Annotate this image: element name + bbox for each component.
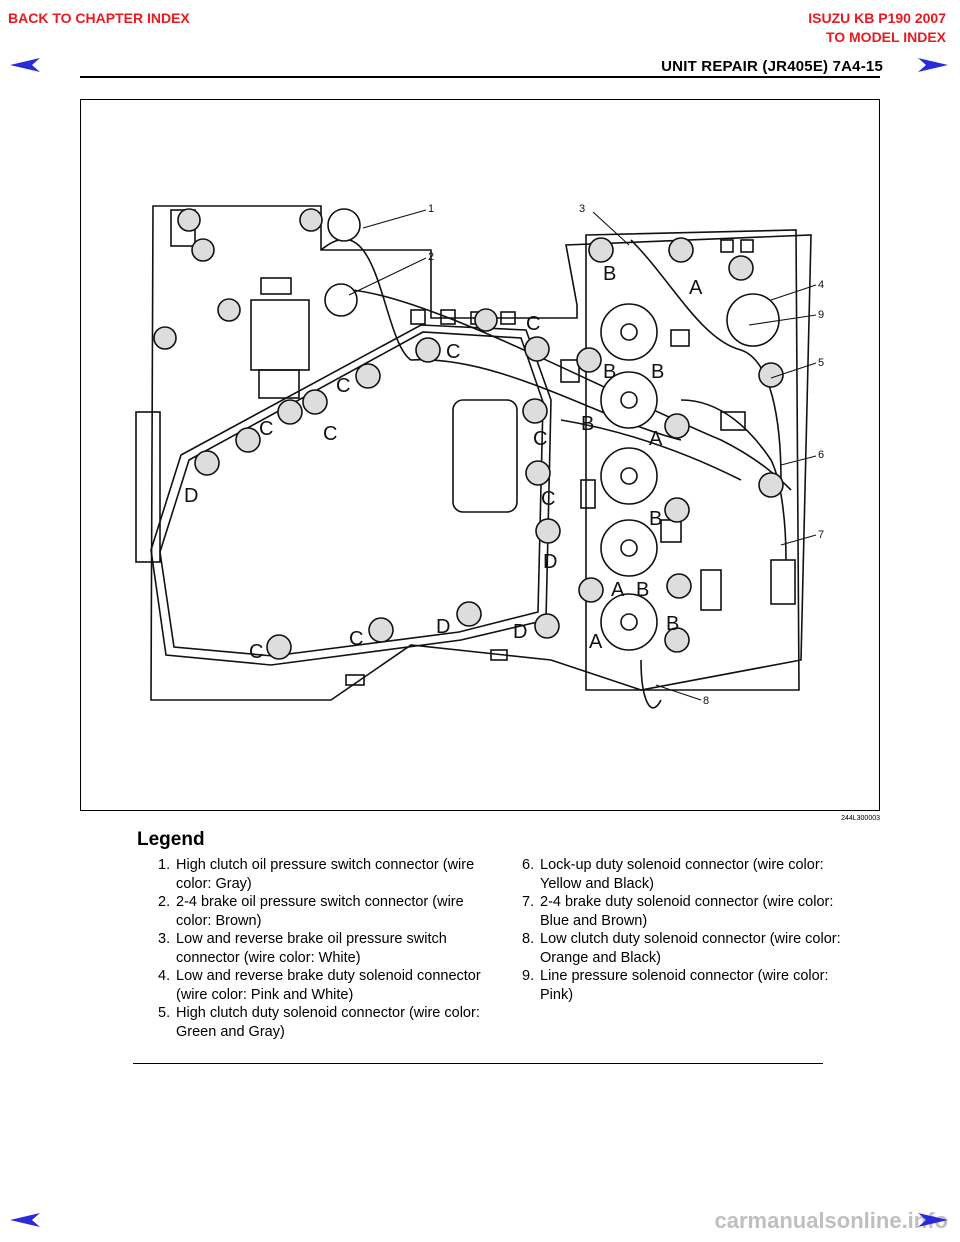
bolt-letter-c: C <box>446 341 460 363</box>
legend-item: 5. High clutch duty solenoid connector (w… <box>158 1004 488 1041</box>
bolt-letter-d: D <box>513 621 527 643</box>
bolt-letter-b: B <box>603 361 616 383</box>
legend-item-text: High clutch oil pressure switch connecto… <box>176 857 475 892</box>
legend-item: 4. Low and reverse brake duty solenoid co… <box>158 967 488 1004</box>
figure-id: 244L300003 <box>841 815 880 822</box>
legend-column-left: 1. High clutch oil pressure switch connec… <box>158 856 488 1041</box>
bolt-letter-a: A <box>689 277 703 299</box>
legend-item-text: Line pressure solenoid connector (wire c… <box>540 968 829 1003</box>
callout-3: 3 <box>579 203 585 215</box>
bolt-letter-b: B <box>636 579 649 601</box>
bolt-heads <box>153 208 784 660</box>
bolt-letter-c: C <box>349 628 363 650</box>
callout-9: 9 <box>818 309 824 321</box>
legend-item: 1. High clutch oil pressure switch connec… <box>158 856 488 893</box>
legend-item-text: Low and reverse brake oil pressure switc… <box>176 931 447 966</box>
left-arrow-icon[interactable] <box>8 56 42 74</box>
left-arrow-icon[interactable] <box>8 1211 42 1229</box>
legend-item-text: 2-4 brake oil pressure switch connector … <box>176 894 464 929</box>
header-divider <box>80 76 880 78</box>
bolt-letter-b: B <box>666 613 679 635</box>
legend-item-number: 7. <box>522 894 535 910</box>
legend-item-text: High clutch duty solenoid connector (wir… <box>176 1005 480 1040</box>
bolt-letter-c: C <box>526 313 540 335</box>
callout-6: 6 <box>818 449 824 461</box>
bolt-letter-b: B <box>651 361 664 383</box>
legend-item-number: 5. <box>158 1005 171 1021</box>
back-to-chapter-index-link[interactable]: BACK TO CHAPTER INDEX <box>8 10 190 26</box>
legend-item: 3. Low and reverse brake oil pressure swi… <box>158 930 488 967</box>
bolt-letter-d: D <box>543 551 557 573</box>
bolt-letter-c: C <box>249 641 263 663</box>
legend-item-number: 4. <box>158 968 171 984</box>
bolt-letter-c: C <box>541 488 555 510</box>
legend-item: 2. 2-4 brake oil pressure switch connecto… <box>158 893 488 930</box>
bolt-letter-b: B <box>581 413 594 435</box>
legend-item-number: 2. <box>158 894 171 910</box>
bolt-letter-c: C <box>323 423 337 445</box>
bolt-letter-c: C <box>533 428 547 450</box>
callout-leaders <box>348 209 817 701</box>
legend-item: 7. 2-4 brake duty solenoid connector (wir… <box>522 893 842 930</box>
model-title-link[interactable]: ISUZU KB P190 2007 <box>808 10 946 26</box>
callout-2: 2 <box>428 251 434 263</box>
page-title: UNIT REPAIR (JR405E) 7A4-15 <box>661 58 883 75</box>
callout-7: 7 <box>818 529 824 541</box>
bolt-letter-a: A <box>589 631 603 653</box>
callout-4: 4 <box>818 279 824 291</box>
valve-body-diagram: 1 2 3 4 5 6 7 8 9 B A B B B A B A B B A … <box>135 203 824 709</box>
legend-column-right: 6. Lock-up duty solenoid connector (wire … <box>522 856 842 1004</box>
bolt-letter-d: D <box>184 485 198 507</box>
legend-item-text: Low and reverse brake duty solenoid conn… <box>176 968 481 1003</box>
legend-item-number: 1. <box>158 857 171 873</box>
legend-item-number: 6. <box>522 857 535 873</box>
valve-body-outline <box>135 205 812 709</box>
legend-title: Legend <box>137 829 205 850</box>
callout-1: 1 <box>428 203 434 215</box>
footer-divider <box>133 1063 823 1064</box>
legend-item-number: 3. <box>158 931 171 947</box>
valve-body-figure: 1 2 3 4 5 6 7 8 9 B A B B B A B A B B A … <box>80 99 880 811</box>
right-arrow-icon[interactable] <box>916 56 950 74</box>
bolt-letter-b: B <box>603 263 616 285</box>
legend-item-number: 9. <box>522 968 535 984</box>
right-arrow-icon[interactable] <box>916 1211 950 1229</box>
watermark: carmanualsonline.info <box>714 1208 949 1233</box>
bolt-letters: B A B B B A B A B B A C C C C C C C D D … <box>184 263 703 663</box>
callout-8: 8 <box>703 695 709 707</box>
bolt-letter-c: C <box>259 418 273 440</box>
bolt-letter-b: B <box>649 508 662 530</box>
to-model-index-link[interactable]: TO MODEL INDEX <box>825 29 946 45</box>
legend-item-text: Lock-up duty solenoid connector (wire co… <box>540 857 824 892</box>
solenoids <box>324 208 780 651</box>
bolt-letter-c: C <box>336 375 350 397</box>
legend-item: 9. Line pressure solenoid connector (wire… <box>522 967 842 1004</box>
callout-numbers: 1 2 3 4 5 6 7 8 9 <box>428 203 824 707</box>
bolt-letter-a: A <box>649 428 663 450</box>
bolt-letter-d: D <box>436 616 450 638</box>
legend-item-text: Low clutch duty solenoid connector (wire… <box>540 931 841 966</box>
legend-item-number: 8. <box>522 931 535 947</box>
legend-item: 8. Low clutch duty solenoid connector (wi… <box>522 930 842 967</box>
legend-item: 6. Lock-up duty solenoid connector (wire … <box>522 856 842 893</box>
legend-item-text: 2-4 brake duty solenoid connector (wire … <box>540 894 834 929</box>
bolt-letter-a: A <box>611 579 625 601</box>
callout-5: 5 <box>818 357 824 369</box>
